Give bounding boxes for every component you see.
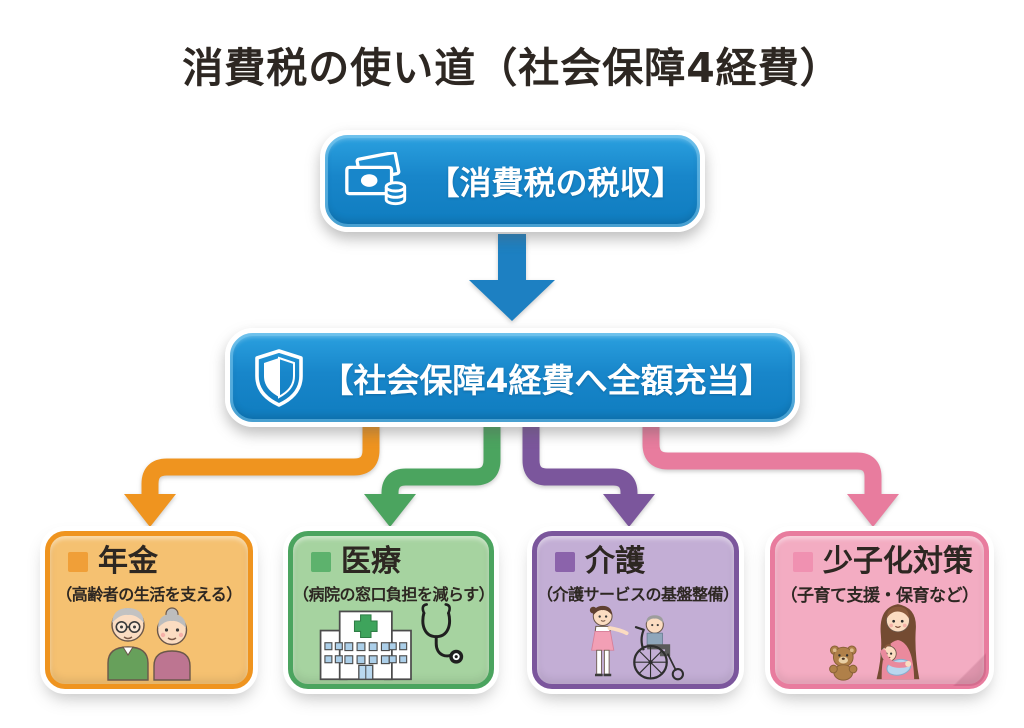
allocation-box-label: 【社会保障4経費へ全額充当】 xyxy=(320,360,773,400)
medical-card-title: 医療 xyxy=(341,544,401,579)
childcare-card-header: 少子化対策 xyxy=(793,546,984,578)
childcare-card-title: 少子化対策 xyxy=(823,544,973,579)
pension-card: 年金 （高齢者の生活を支える） xyxy=(45,531,253,689)
page-title: 消費税の使い道（社会保障4経費） xyxy=(182,44,842,92)
childcare-bullet-icon xyxy=(793,551,813,572)
pension-card-title: 年金 xyxy=(98,544,158,579)
pension-card-header: 年金 xyxy=(68,546,248,578)
mother-and-baby-illustration xyxy=(828,604,919,681)
shield-icon xyxy=(253,348,305,407)
allocation-box: 【社会保障4経費へ全額充当】 xyxy=(225,328,800,427)
banknotes-coins-icon xyxy=(341,152,411,210)
medical-card-description: （病院の窓口負担を減らす） xyxy=(293,584,495,604)
flow-down-arrow xyxy=(469,234,555,321)
childcare-arrow xyxy=(642,424,899,527)
elderly-couple-illustration xyxy=(107,607,191,681)
medical-arrow xyxy=(364,424,501,527)
page-curl-decoration xyxy=(952,652,986,686)
caregiver-and-wheelchair-illustration xyxy=(589,605,684,681)
pension-bullet-icon xyxy=(68,551,88,572)
nursing-care-card-title: 介護 xyxy=(585,544,645,579)
revenue-box: 【消費税の税収】 xyxy=(320,130,705,232)
pension-card-description: （高齢者の生活を支える） xyxy=(56,584,242,604)
nursing-care-bullet-icon xyxy=(555,551,575,572)
revenue-box-label: 【消費税の税収】 xyxy=(427,164,684,202)
childcare-card-description: （子育て支援・保育など） xyxy=(780,585,980,606)
hospital-and-stethoscope-illustration xyxy=(319,603,464,681)
medical-card-header: 医療 xyxy=(311,546,489,578)
medical-bullet-icon xyxy=(311,551,331,572)
nursing-care-card: 介護 （介護サービスの基盤整備） xyxy=(532,531,739,689)
medical-card: 医療 （病院の窓口負担を減らす） xyxy=(288,531,495,689)
nursing-care-card-description: （介護サービスの基盤整備） xyxy=(537,584,739,604)
childcare-card: 少子化対策 （子育て支援・保育など） xyxy=(770,531,989,689)
pension-arrow xyxy=(124,424,380,527)
blue-down-arrow-icon xyxy=(469,234,555,321)
nursing-care-arrow xyxy=(522,424,655,527)
nursing-care-card-header: 介護 xyxy=(555,546,734,578)
